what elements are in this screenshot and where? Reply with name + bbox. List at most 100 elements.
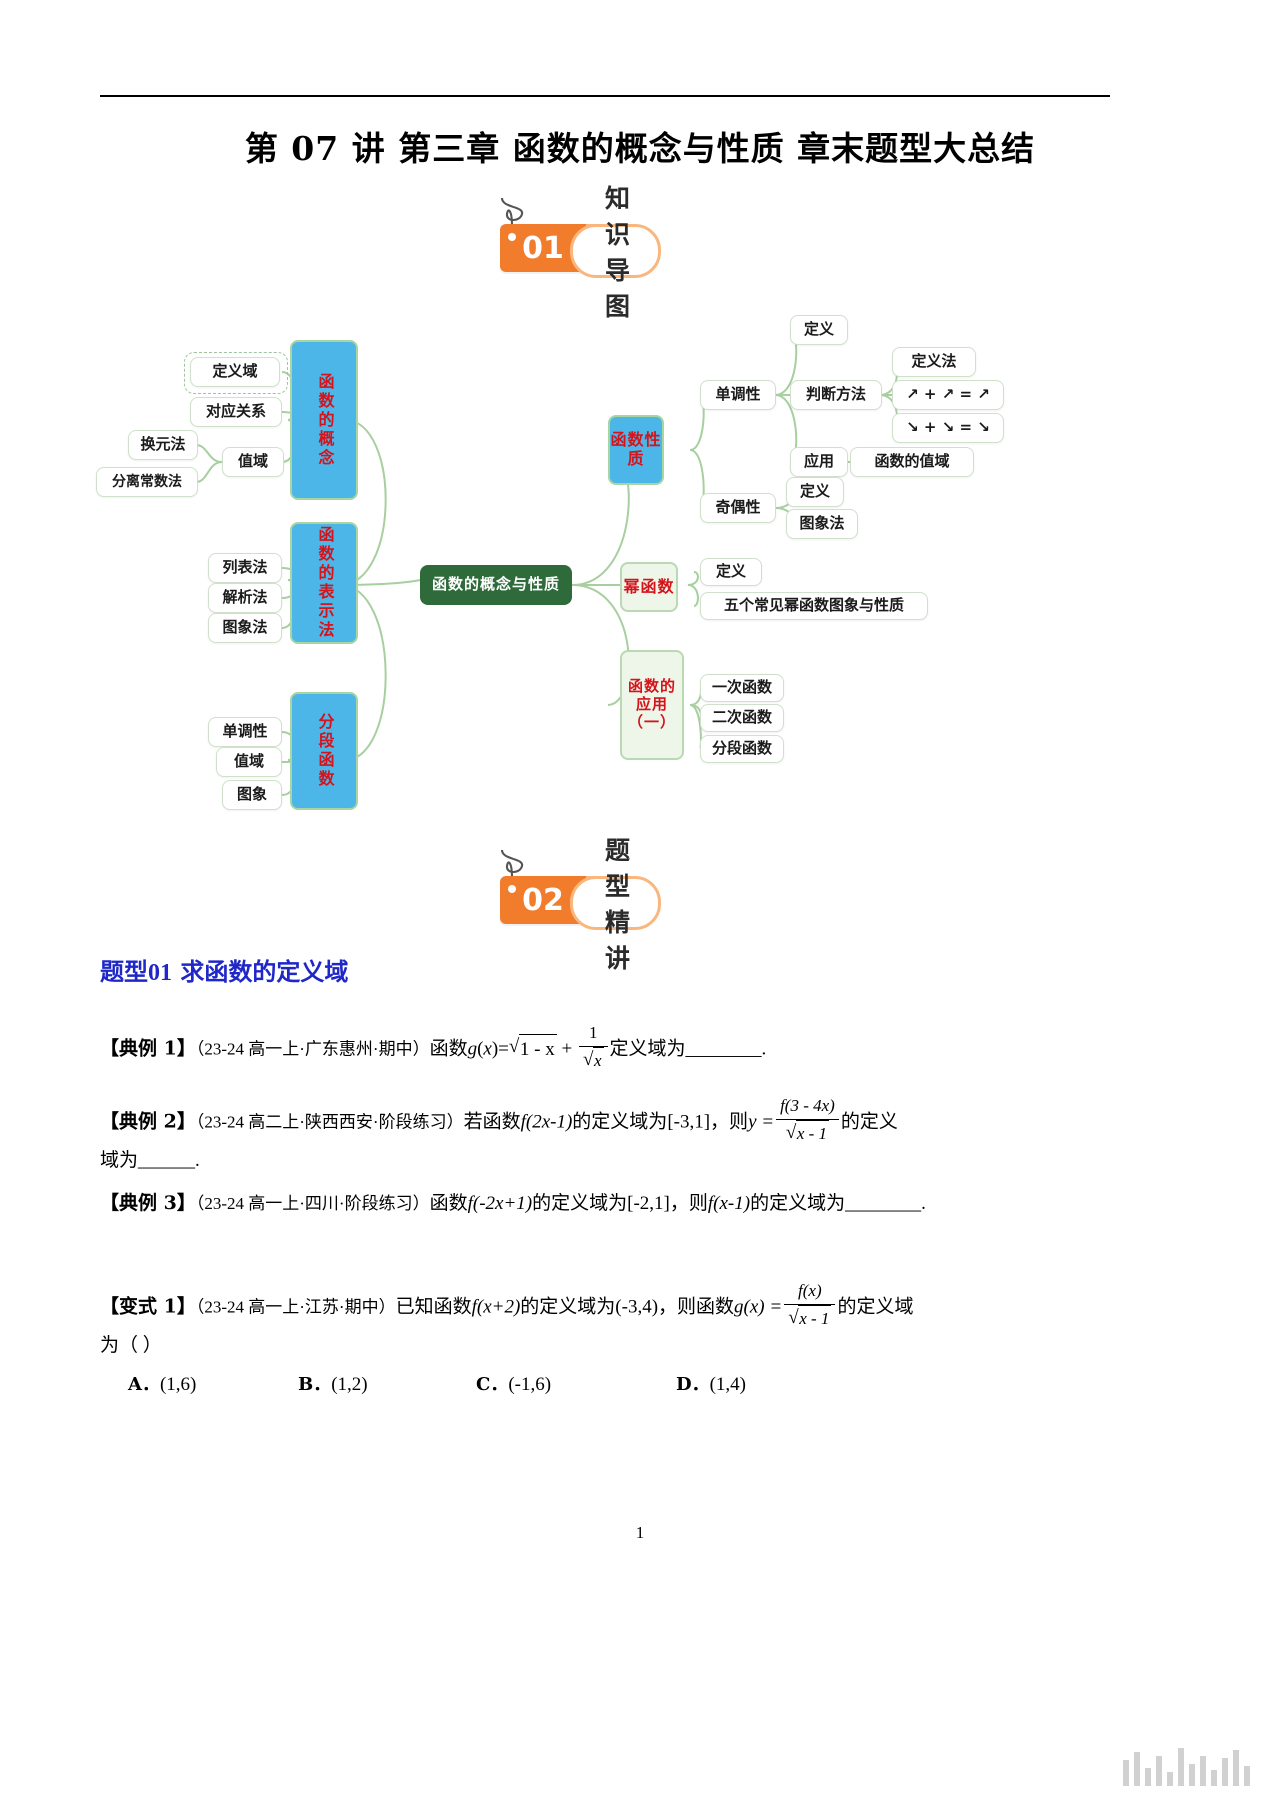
mindmap-node-parity-definition[interactable]: 定义 [786, 477, 844, 507]
problem-4-label: 【变式 1】 [100, 1295, 196, 1318]
mindmap-node-substitution[interactable]: 换元法 [128, 430, 198, 460]
problem-2-period: . [195, 1150, 200, 1171]
mindmap-node-monotonic-application[interactable]: 应用 [790, 447, 848, 477]
problem-2-blank: ______ [138, 1150, 196, 1171]
problem-4-c: 的定义域为 [520, 1296, 616, 1318]
mindmap-selection-outline [184, 352, 288, 394]
problem-3-blank: ________ [845, 1193, 922, 1214]
mindmap-node-decreasing-rule[interactable]: ↘ + ↘ = ↘ [892, 413, 1004, 443]
mindmap-node-quadratic-function[interactable]: 二次函数 [700, 704, 784, 732]
question-type-heading: 题型01 求函数的定义域 [100, 952, 348, 987]
function-application-label: 函数的应用（一） [627, 677, 676, 731]
problem-4-e: ，则函数 [658, 1296, 735, 1318]
problem-1: 【典例 1】（23-24 高一上·广东惠州·期中）函数g(x)=1 - x + … [100, 1020, 1110, 1075]
problem-4-source: （23-24 高一上·江苏·期中） [195, 1297, 396, 1317]
header-rule [100, 95, 1110, 97]
problem-1-label: 【典例 1】 [100, 1037, 196, 1060]
problem-3-e: ，则 [669, 1193, 708, 1214]
mindmap: 函数的概念与性质 函数的概念 定义域 对应关系 值域 换元法 分离常数法 函数的… [0, 290, 1280, 920]
problem-4-g: 的定义域 [837, 1296, 914, 1318]
mindmap-node-function-range[interactable]: 函数的值域 [850, 447, 974, 477]
mindmap-node-monotonic-definition[interactable]: 定义 [790, 315, 848, 345]
problem-3-f: f(x-1) [707, 1193, 751, 1214]
mindmap-node-domain[interactable]: 定义域 [190, 357, 280, 387]
string-tail-icon-2 [500, 849, 524, 879]
problem-4-line2-text: 为（ ） [100, 1335, 162, 1356]
problem-4-d: (-3,4) [615, 1296, 659, 1318]
watermark [1123, 1742, 1250, 1786]
problem-3-c: 的定义域为 [532, 1193, 628, 1214]
problem-1-blank: ________ [685, 1038, 762, 1060]
mindmap-node-parity-graph-method[interactable]: 图象法 [786, 509, 858, 539]
answer-options: A．(1,6) B．(1,2) C．(-1,6) D．(1,4) [128, 1370, 1088, 1396]
problem-4-line2: 为（ ） [100, 1331, 1110, 1360]
problem-1-sqrt-1: 1 - x [509, 1032, 557, 1064]
heading-title: 求函数的定义域 [180, 957, 349, 986]
option-b[interactable]: B．(1,2) [298, 1374, 368, 1395]
option-d[interactable]: D．(1,4) [676, 1374, 747, 1395]
mindmap-node-properties: 函数性质 [608, 415, 664, 485]
option-a[interactable]: A．(1,6) [128, 1374, 197, 1395]
mindmap-node-concept: 函数的概念 [290, 340, 358, 500]
problem-4: 【变式 1】（23-24 高一上·江苏·期中）已知函数f(x+2)的定义域为(-… [100, 1278, 1110, 1333]
mindmap-node-power-definition[interactable]: 定义 [700, 558, 762, 586]
mindmap-node-piecewise-monotonic[interactable]: 单调性 [208, 717, 282, 747]
mindmap-node-piecewise-function-app[interactable]: 分段函数 [700, 735, 784, 763]
problem-1-fraction: 1x [578, 1020, 608, 1075]
page-number: 1 [635, 1523, 645, 1542]
string-tail-icon [500, 197, 524, 227]
mindmap-node-representation: 函数的表示法 [290, 522, 358, 644]
problem-2-line2: 域为______. [100, 1146, 1110, 1175]
problem-4-a: 已知函数 [395, 1296, 472, 1318]
mindmap-node-monotonicity[interactable]: 单调性 [700, 380, 776, 410]
problem-3-label: 【典例 3】 [100, 1192, 196, 1214]
problem-3: 【典例 3】（23-24 高一上·四川·阶段练习）函数f(-2x+1)的定义域为… [100, 1189, 1110, 1218]
properties-label: 函数性质 [610, 430, 662, 468]
mindmap-node-five-power-functions[interactable]: 五个常见幂函数图象与性质 [700, 592, 928, 620]
mindmap-node-function-application: 函数的应用（一） [620, 650, 684, 760]
problem-2-lead: 若函数 [463, 1111, 521, 1133]
mindmap-node-graph-method[interactable]: 图象法 [208, 613, 282, 643]
page-title: 第 07 讲 第三章 函数的概念与性质 章末题型大总结 [244, 129, 1036, 168]
mindmap-node-power-function: 幂函数 [620, 562, 678, 612]
problem-2-y: y = [748, 1111, 775, 1133]
problem-4-fraction: f(x)x - 1 [784, 1278, 836, 1333]
problem-1-tail: 定义域为 [609, 1038, 686, 1060]
problem-2-fn: f(2x-1) [520, 1111, 573, 1133]
mindmap-node-definition-method[interactable]: 定义法 [892, 347, 976, 377]
mindmap-node-linear-function[interactable]: 一次函数 [700, 674, 784, 702]
problem-2-line2-text: 域为 [100, 1150, 139, 1171]
heading-number: 01 [148, 960, 172, 986]
mindmap-node-piecewise-graph[interactable]: 图象 [222, 780, 282, 810]
problem-4-f: g(x) = [734, 1296, 783, 1318]
power-function-label: 幂函数 [623, 576, 675, 596]
problem-3-d: [-2,1] [627, 1193, 670, 1214]
badge-number-02: 02 [500, 876, 586, 924]
mindmap-node-judging-method[interactable]: 判断方法 [790, 380, 882, 410]
badge-label-01: 知识导图 [570, 184, 662, 321]
problem-2: 【典例 2】（23-24 高二上·陕西西安·阶段练习）若函数f(2x-1)的定义… [100, 1093, 1110, 1148]
mindmap-node-range[interactable]: 值域 [222, 447, 284, 477]
problem-3-g: 的定义域为 [750, 1193, 846, 1214]
problem-4-b: f(x+2) [471, 1296, 521, 1318]
mindmap-center-node: 函数的概念与性质 [420, 565, 572, 605]
problem-2-source: （23-24 高二上·陕西西安·阶段练习） [195, 1112, 464, 1132]
mindmap-node-table-method[interactable]: 列表法 [208, 553, 282, 583]
option-c[interactable]: C．(-1,6) [476, 1374, 552, 1395]
mindmap-node-piecewise: 分段函数 [290, 692, 358, 810]
mindmap-node-separate-constant[interactable]: 分离常数法 [96, 467, 198, 497]
heading-prefix: 题型 [100, 957, 148, 986]
problem-1-lead: 函数 [429, 1038, 468, 1060]
mindmap-node-correspondence[interactable]: 对应关系 [190, 397, 282, 427]
badge-label-02: 题型精讲 [570, 836, 662, 973]
mindmap-node-piecewise-range[interactable]: 值域 [216, 747, 282, 777]
mindmap-node-analytic-method[interactable]: 解析法 [208, 583, 282, 613]
mindmap-node-increasing-rule[interactable]: ↗ + ↗ = ↗ [892, 380, 1004, 410]
problem-2-domain: [-3,1] [667, 1111, 711, 1133]
problem-2-fraction: f(3 - 4x)x - 1 [776, 1093, 839, 1148]
problem-2-label: 【典例 2】 [100, 1110, 196, 1133]
problem-1-source: （23-24 高一上·广东惠州·期中） [195, 1039, 430, 1059]
mindmap-node-parity[interactable]: 奇偶性 [700, 493, 776, 523]
problem-3-a: 函数 [429, 1193, 468, 1214]
